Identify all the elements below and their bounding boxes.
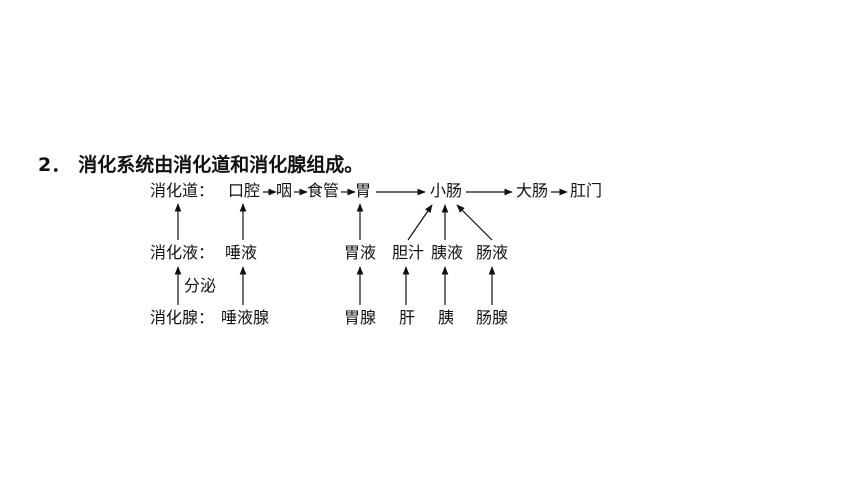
juice-pancreatic: 胰液 <box>431 243 464 262</box>
gland-pancreas: 胰 <box>438 308 455 327</box>
heading-text: 消化系统由消化道和消化腺组成。 <box>78 154 364 176</box>
node-stomach: 胃 <box>355 181 372 200</box>
arrow-bile-to-small-intestine <box>407 204 433 241</box>
gland-gastric: 胃腺 <box>344 308 377 327</box>
juice-intestinal: 肠液 <box>476 243 509 262</box>
row-label-gland: 消化腺： <box>150 308 215 327</box>
section-heading: 2． 消化系统由消化道和消化腺组成。 <box>38 150 363 177</box>
node-pharynx: 咽 <box>276 181 293 200</box>
node-small-intestine: 小肠 <box>430 181 463 200</box>
secretion-label: 分泌 <box>184 276 217 295</box>
arrow-intestinal-to-small-intestine <box>456 204 493 241</box>
row-label-tract: 消化道： <box>150 181 215 200</box>
node-esophagus: 食管 <box>307 181 340 200</box>
heading-number: 2． <box>38 154 71 176</box>
gland-salivary: 唾液腺 <box>221 308 270 327</box>
row-label-juice: 消化液： <box>150 243 215 262</box>
gland-intestinal: 肠腺 <box>476 308 509 327</box>
juice-bile: 胆汁 <box>392 243 425 262</box>
juice-saliva: 唾液 <box>225 243 258 262</box>
node-mouth: 口腔 <box>228 181 261 200</box>
node-large-intestine: 大肠 <box>516 181 549 200</box>
node-anus: 肛门 <box>570 181 603 200</box>
gland-liver: 肝 <box>399 308 416 327</box>
juice-gastric: 胃液 <box>344 243 377 262</box>
